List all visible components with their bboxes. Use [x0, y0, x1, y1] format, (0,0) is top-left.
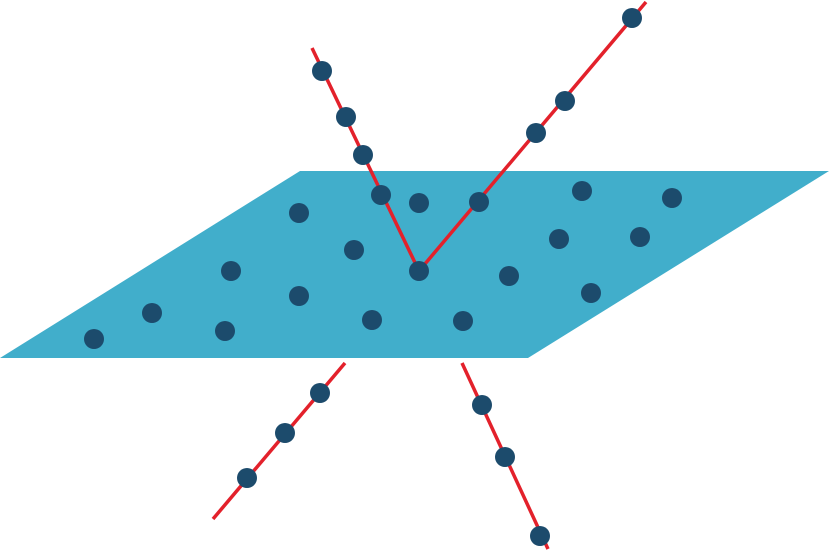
plane-point — [84, 329, 104, 349]
plane-point — [581, 283, 601, 303]
line-points — [237, 8, 642, 546]
line-point — [353, 145, 373, 165]
line-point — [310, 383, 330, 403]
plane-point — [630, 227, 650, 247]
line-point — [555, 91, 575, 111]
line-point — [472, 395, 492, 415]
vertex-point — [409, 261, 429, 281]
plane-point — [289, 286, 309, 306]
plane-point — [549, 229, 569, 249]
plane-point — [289, 203, 309, 223]
plane-point — [453, 311, 473, 331]
plane-point — [142, 303, 162, 323]
line-point — [237, 468, 257, 488]
plane-point — [499, 266, 519, 286]
line-point — [495, 447, 515, 467]
line-point — [469, 192, 489, 212]
plane-point — [409, 193, 429, 213]
line-point — [275, 423, 295, 443]
plane-point — [221, 261, 241, 281]
plane-point — [344, 240, 364, 260]
plane-point — [215, 321, 235, 341]
line-point — [530, 526, 550, 546]
line-point — [336, 107, 356, 127]
plane-points — [84, 181, 682, 349]
line-point — [622, 8, 642, 28]
line-point — [371, 185, 391, 205]
line-point — [312, 61, 332, 81]
plane-point — [572, 181, 592, 201]
line-point — [526, 123, 546, 143]
plane-point — [662, 188, 682, 208]
plane-point — [362, 310, 382, 330]
